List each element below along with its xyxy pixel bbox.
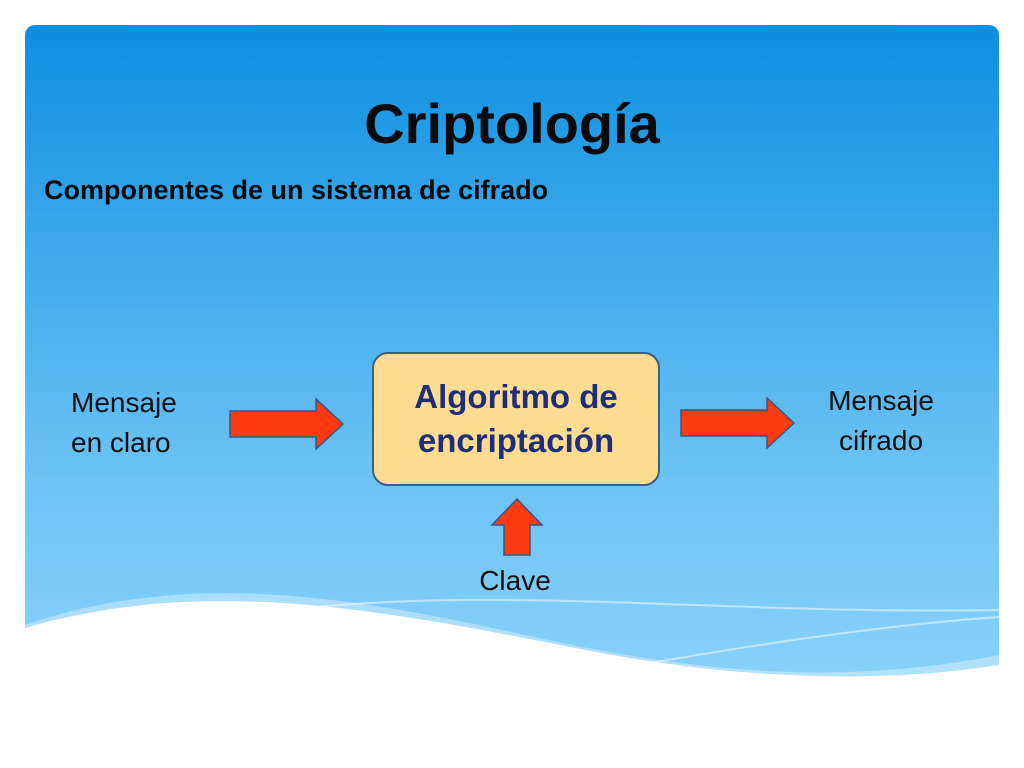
arrow-right-output-icon	[680, 396, 796, 450]
plaintext-label-line1: Mensaje	[71, 387, 177, 418]
plaintext-label: Mensaje en claro	[71, 383, 231, 463]
ciphertext-label-line1: Mensaje	[828, 385, 934, 416]
ciphertext-label: Mensaje cifrado	[801, 381, 961, 461]
arrow-right-input-icon	[229, 397, 345, 451]
slide: Criptología Componentes de un sistema de…	[25, 25, 999, 725]
algorithm-label-line2: encriptación	[417, 422, 615, 459]
plaintext-label-line2: en claro	[71, 427, 171, 458]
page-title: Criptología	[364, 92, 660, 155]
arrow-up-key-icon	[490, 497, 544, 556]
ciphertext-label-line2: cifrado	[838, 425, 924, 456]
wave-decoration	[25, 593, 999, 725]
key-label: Clave	[479, 565, 551, 596]
encryption-algorithm-box: Algoritmo de encriptación	[372, 352, 660, 486]
slide-subtitle: Componentes de un sistema de cifrado	[44, 175, 549, 205]
algorithm-label-line1: Algoritmo de	[414, 378, 618, 415]
